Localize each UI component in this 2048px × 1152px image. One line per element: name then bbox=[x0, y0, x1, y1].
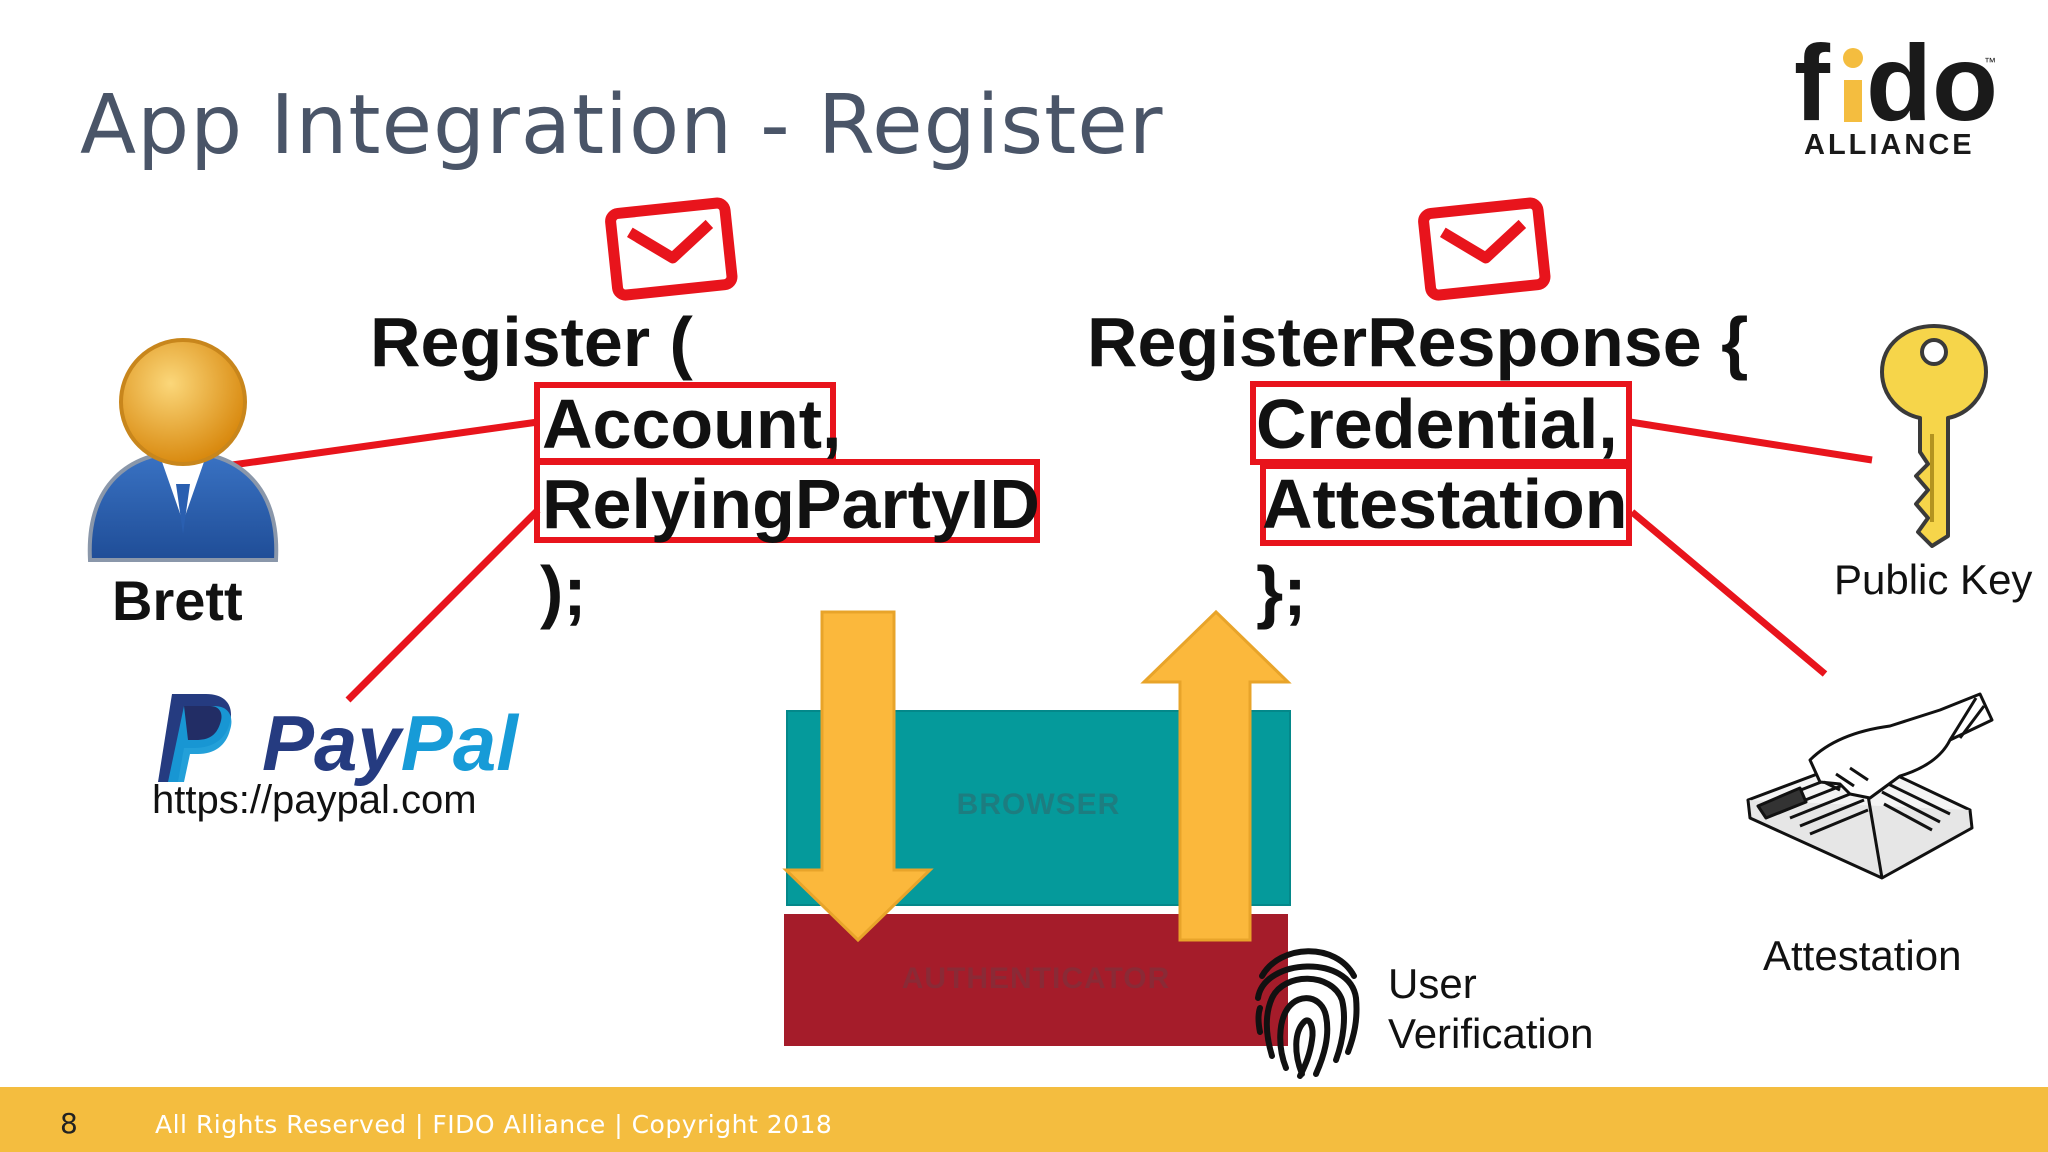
fingerprint-icon bbox=[1255, 948, 1360, 1079]
paypal-to-rpid-line bbox=[345, 507, 541, 703]
account-param: Account, bbox=[542, 385, 842, 463]
authenticator-label: AUTHENTICATOR bbox=[901, 962, 1171, 995]
footer-bar bbox=[0, 1087, 2048, 1152]
paypal-pal: Pal bbox=[400, 699, 518, 787]
rpid-param-box bbox=[534, 459, 1040, 543]
public-key-label: Public Key bbox=[1834, 556, 2033, 603]
user-avatar-icon bbox=[87, 338, 279, 562]
attestation-field: Attestation bbox=[1262, 465, 1628, 543]
footer-copyright: All Rights Reserved | FIDO Alliance | Co… bbox=[155, 1110, 833, 1139]
brett-to-account-line bbox=[231, 418, 539, 469]
logo-tm: ™ bbox=[1984, 55, 1996, 69]
fido-logo-icon: f do ™ ALLIANCE bbox=[1794, 22, 1998, 161]
attestation-field-box bbox=[1260, 463, 1632, 546]
attestation-label: Attestation bbox=[1763, 932, 1962, 979]
flow-arrows bbox=[782, 609, 1292, 943]
hand-on-book-icon bbox=[1746, 692, 1994, 880]
user-verification-label-1: User bbox=[1388, 960, 1477, 1007]
user-name: Brett bbox=[112, 569, 243, 632]
public-key-icon bbox=[1880, 324, 1988, 548]
register-call-close: ); bbox=[540, 552, 587, 630]
paypal-p-icon bbox=[158, 694, 232, 782]
credential-field: Credential, bbox=[1256, 385, 1618, 463]
logo-letter-i-stem bbox=[1844, 80, 1862, 122]
up-arrow-icon bbox=[1140, 609, 1292, 942]
paypal-pay: Pay bbox=[262, 699, 401, 787]
logo-letter-i-dot bbox=[1843, 48, 1863, 68]
user-verification-label-2: Verification bbox=[1388, 1010, 1594, 1057]
register-call-open: Register ( bbox=[370, 303, 693, 381]
down-arrow-icon bbox=[782, 610, 934, 943]
credential-to-key-line bbox=[1629, 418, 1873, 464]
fido-alliance-logo: f do ™ ALLIANCE bbox=[1788, 22, 1998, 163]
browser-label: BROWSER bbox=[956, 788, 1121, 821]
logo-alliance: ALLIANCE bbox=[1804, 129, 1975, 161]
credential-field-box bbox=[1250, 381, 1632, 465]
response-envelope-icon bbox=[1418, 197, 1551, 301]
paypal-url: https://paypal.com bbox=[152, 778, 477, 822]
attestation-to-book-line bbox=[1629, 509, 1828, 677]
logo-letters-do: do bbox=[1866, 28, 1998, 143]
paypal-wordmark: PayPal bbox=[262, 698, 518, 789]
message-envelope-icon bbox=[605, 197, 738, 301]
logo-letter-f: f bbox=[1794, 28, 1831, 143]
slide-title: App Integration - Register bbox=[80, 78, 1164, 173]
register-response-open: RegisterResponse { bbox=[1087, 303, 1749, 381]
register-response-close: }; bbox=[1256, 552, 1307, 630]
rpid-param: RelyingPartyID bbox=[542, 465, 1040, 543]
page-number: 8 bbox=[60, 1107, 78, 1140]
